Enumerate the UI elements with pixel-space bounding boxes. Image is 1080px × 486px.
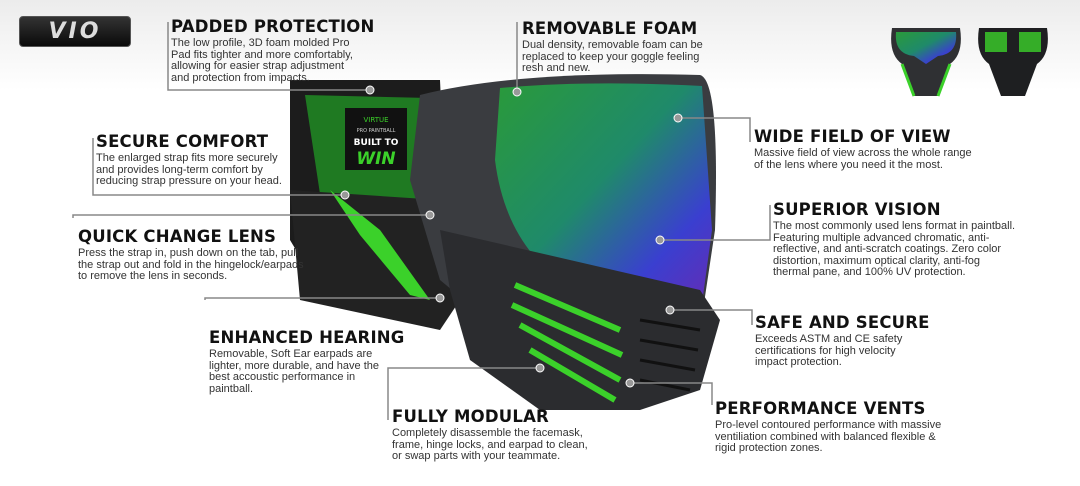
callout-title: PADDED PROTECTION [171, 17, 375, 36]
callout-text: Pro-level contoured performance with mas… [715, 419, 942, 454]
callout-dots [340, 85, 683, 388]
callout-title: QUICK CHANGE LENS [78, 227, 277, 246]
callout-title: SUPERIOR VISION [773, 200, 941, 219]
leader-lines [72, 22, 771, 420]
callout-title: ENHANCED HEARING [209, 328, 405, 347]
callout-text: Press the strap in, push down on the tab… [78, 247, 304, 282]
callout-title: WIDE FIELD OF VIEW [754, 127, 951, 146]
callout-title: SAFE AND SECURE [755, 313, 930, 332]
callout-title: REMOVABLE FOAM [522, 19, 698, 38]
callout-text: The most commonly used lens format in pa… [773, 220, 1016, 278]
callout-text: Massive field of view across the whole r… [754, 147, 972, 171]
callout-title: SECURE COMFORT [96, 132, 269, 151]
thumbnail-back-view[interactable] [975, 24, 1051, 100]
callout-secure-comfort: SECURE COMFORT The enlarged strap fits m… [96, 133, 286, 188]
callout-performance-vents: PERFORMANCE VENTS Pro-level contoured pe… [715, 400, 950, 455]
earpad [290, 190, 460, 330]
callout-title: FULLY MODULAR [392, 407, 549, 426]
callout-safe-and-secure: SAFE AND SECURE Exceeds ASTM and CE safe… [755, 313, 930, 369]
vio-logo: VIO [19, 16, 131, 47]
callout-text: Exceeds ASTM and CE safety certification… [755, 333, 903, 368]
strap-slogan-win: WIN [356, 149, 395, 169]
callout-removable-foam: REMOVABLE FOAM Dual density, removable f… [522, 20, 712, 75]
callout-enhanced-hearing: ENHANCED HEARING Removable, Soft Ear ear… [209, 328, 405, 395]
callout-quick-change-lens: QUICK CHANGE LENS Press the strap in, pu… [78, 228, 313, 283]
callout-text: Removable, Soft Ear earpads are lighter,… [209, 348, 380, 395]
callout-wide-field-of-view: WIDE FIELD OF VIEW Massive field of view… [754, 128, 979, 171]
strap-line: PRO PAINTBALL [357, 128, 396, 134]
callout-text: The enlarged strap fits more securely an… [96, 152, 282, 187]
callout-text: The low profile, 3D foam molded Pro Pad … [171, 37, 353, 84]
callout-title: PERFORMANCE VENTS [715, 399, 926, 418]
callout-text: Completely disassemble the facemask, fra… [392, 427, 588, 462]
callout-text: Dual density, removable foam can be repl… [522, 39, 703, 74]
callout-padded-protection: PADDED PROTECTION The low profile, 3D fo… [171, 17, 375, 84]
callout-superior-vision: SUPERIOR VISION The most commonly used l… [773, 201, 1018, 279]
strap-slogan: BUILT TO [354, 138, 399, 148]
strap-brand: VIRTUE [363, 116, 388, 124]
callout-fully-modular: FULLY MODULAR Completely disassemble the… [392, 408, 597, 463]
facemask [440, 230, 720, 410]
thumbnail-front-view[interactable] [888, 24, 964, 100]
